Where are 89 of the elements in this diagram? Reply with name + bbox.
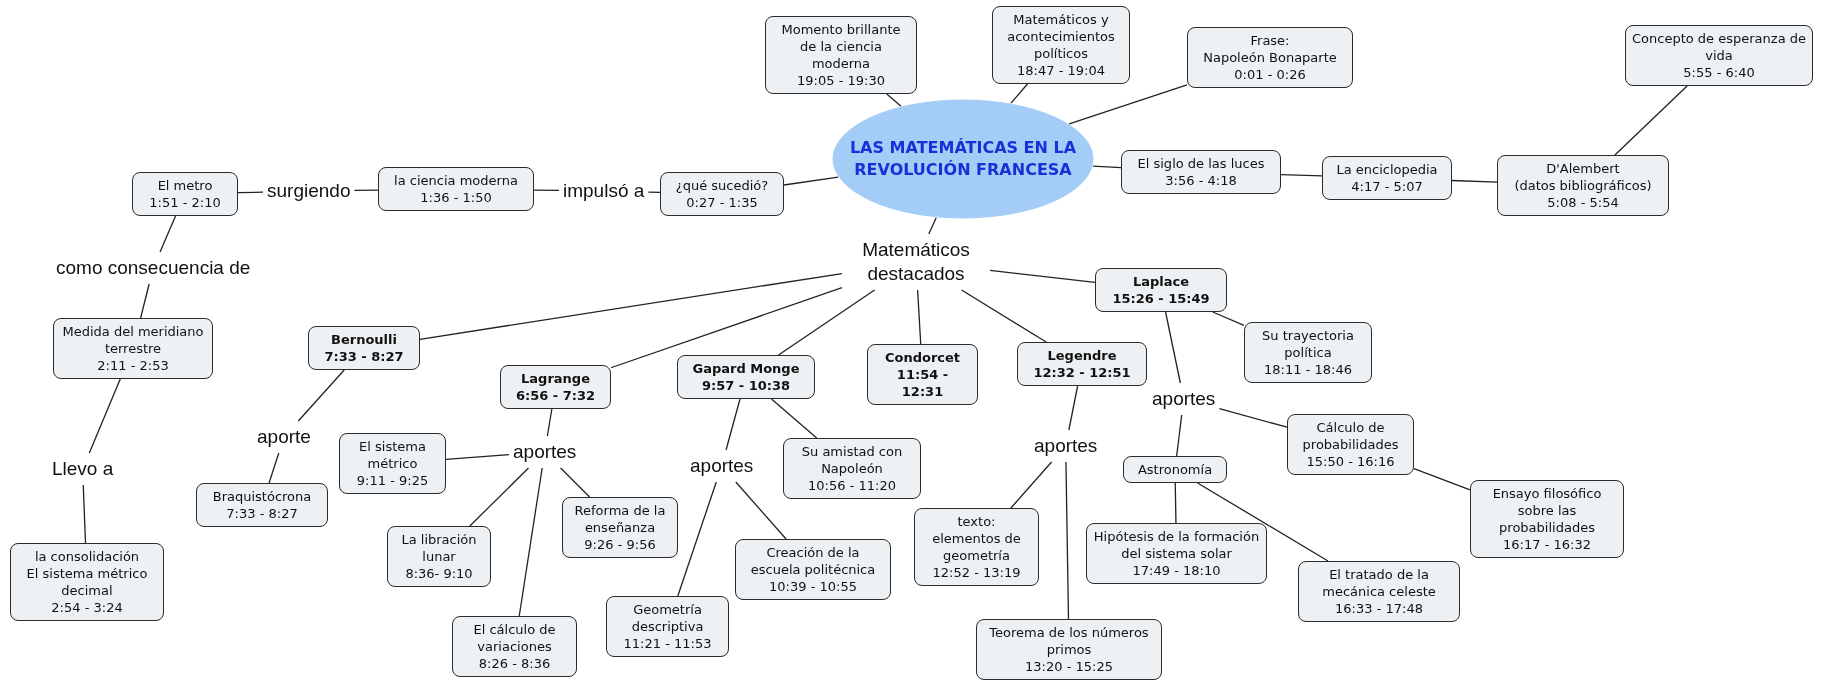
concept-box: ¿qué sucedió? 0:27 - 1:35 bbox=[660, 172, 784, 216]
concept-box: Matemáticos y acontecimientos políticos 18:47 - 19:04 bbox=[992, 6, 1130, 84]
concept-box: La libración lunar 8:36- 9:10 bbox=[387, 526, 491, 587]
concept-box: Gapard Monge 9:57 - 10:38 bbox=[677, 355, 815, 399]
connector-line bbox=[1196, 482, 1329, 562]
concept-box: texto: elementos de geometría 12:52 - 13:19 bbox=[914, 508, 1039, 586]
concept-box: la consolidación El sistema métrico decimal 2:54 - 3:24 bbox=[10, 543, 164, 621]
linking-phrase: como consecuencia de bbox=[56, 256, 251, 280]
concept-box: Legendre 12:32 - 12:51 bbox=[1017, 342, 1147, 386]
connector-line bbox=[989, 269, 1096, 284]
connector-line bbox=[1614, 85, 1688, 156]
linking-phrase: Llevo a bbox=[52, 457, 114, 481]
connector-line bbox=[560, 467, 591, 498]
connector-line bbox=[777, 289, 876, 356]
linking-phrase: aporte bbox=[257, 425, 311, 449]
connector-line bbox=[1164, 311, 1181, 384]
connector-line bbox=[1010, 83, 1029, 104]
concept-box: la ciencia moderna 1:36 - 1:50 bbox=[378, 167, 534, 211]
connector-line bbox=[1068, 84, 1188, 125]
linking-phrase: aportes bbox=[1034, 434, 1098, 458]
concept-box: El siglo de las luces 3:56 - 4:18 bbox=[1121, 150, 1281, 194]
concept-box: El sistema métrico 9:11 - 9:25 bbox=[339, 433, 446, 494]
connector-line bbox=[735, 481, 787, 540]
connector-line bbox=[546, 408, 553, 437]
concept-box: Su trayectoria política 18:11 - 18:46 bbox=[1244, 322, 1372, 383]
concept-box: Teorema de los números primos 13:20 - 15:25 bbox=[976, 619, 1162, 680]
connector-line bbox=[297, 369, 345, 422]
concept-box: El cálculo de variaciones 8:26 - 8:36 bbox=[452, 616, 577, 677]
connector-line bbox=[1451, 179, 1498, 183]
connector-line bbox=[677, 481, 717, 597]
connector-line bbox=[140, 283, 150, 319]
concept-box: Cálculo de probabilidades 15:50 - 16:16 bbox=[1287, 414, 1414, 475]
connector-line bbox=[960, 289, 1047, 343]
concept-box: Astronomía bbox=[1123, 456, 1227, 483]
connector-line bbox=[916, 289, 922, 345]
connector-line bbox=[610, 287, 843, 369]
connector-line bbox=[237, 191, 264, 194]
concept-box: La enciclopedia 4:17 - 5:07 bbox=[1322, 156, 1452, 200]
connector-line bbox=[1280, 173, 1323, 177]
concept-box: Momento brillante de la ciencia moderna 19:05 - 19:30 bbox=[765, 16, 917, 94]
connector-line bbox=[88, 378, 121, 454]
connector-line bbox=[1218, 408, 1288, 428]
linking-phrase: aportes bbox=[513, 440, 577, 464]
concept-box: Braquistócrona 7:33 - 8:27 bbox=[196, 483, 328, 527]
linking-phrase: surgiendo bbox=[267, 179, 351, 203]
linking-phrase: Matemáticos destacados bbox=[846, 238, 986, 286]
concept-box: Frase: Napoleón Bonaparte 0:01 - 0:26 bbox=[1187, 27, 1353, 88]
connector-line bbox=[770, 398, 818, 439]
connector-line bbox=[783, 176, 839, 186]
linking-phrase: impulsó a bbox=[563, 179, 645, 203]
connector-line bbox=[725, 398, 741, 451]
connector-line bbox=[518, 467, 543, 617]
connector-line bbox=[1092, 165, 1122, 169]
concept-box: Reforma de la enseñanza 9:26 - 9:56 bbox=[562, 497, 678, 558]
connector-line bbox=[928, 217, 937, 235]
connector-line bbox=[268, 452, 280, 484]
connector-line bbox=[445, 454, 510, 461]
connector-line bbox=[353, 189, 379, 192]
connector-line bbox=[419, 272, 843, 340]
linking-phrase: aportes bbox=[690, 454, 754, 478]
connector-line bbox=[1212, 311, 1245, 326]
concept-box: El tratado de la mecánica celeste 16:33 - 17:48 bbox=[1298, 561, 1460, 622]
concept-box: Hipótesis de la formación del sistema solar 17:49 - 18:10 bbox=[1086, 523, 1267, 584]
connector-line bbox=[1174, 482, 1177, 524]
connector-line bbox=[159, 215, 177, 253]
concept-box: Geometría descriptiva 11:21 - 11:53 bbox=[606, 596, 729, 657]
connector-line bbox=[469, 467, 530, 527]
concept-box: Condorcet 11:54 - 12:31 bbox=[867, 344, 978, 405]
connector-line bbox=[886, 93, 902, 107]
concept-box: D'Alembert (datos bibliográficos) 5:08 - 5:54 bbox=[1497, 155, 1669, 216]
concept-box: Lagrange 6:56 - 7:32 bbox=[500, 365, 611, 409]
concept-box: Creación de la escuela politécnica 10:39 - 10:55 bbox=[735, 539, 891, 600]
concept-box: Laplace 15:26 - 15:49 bbox=[1095, 268, 1227, 312]
connector-line bbox=[647, 191, 661, 194]
connector-line bbox=[82, 484, 87, 544]
connector-line bbox=[1068, 385, 1079, 431]
connector-line bbox=[533, 189, 560, 192]
connector-line bbox=[1176, 414, 1183, 457]
central-ellipse: LAS MATEMÁTICAS EN LA REVOLUCIÓN FRANCESA bbox=[832, 99, 1094, 219]
concept-box: Bernoulli 7:33 - 8:27 bbox=[308, 326, 420, 370]
concept-box: Su amistad con Napoleón 10:56 - 11:20 bbox=[783, 438, 921, 499]
concept-box: Ensayo filosófico sobre las probabilidades 16:17 - 16:32 bbox=[1470, 480, 1624, 558]
connector-line bbox=[1065, 461, 1070, 620]
concept-box: El metro 1:51 - 2:10 bbox=[132, 172, 238, 216]
linking-phrase: aportes bbox=[1152, 387, 1216, 411]
concept-box: Medida del meridiano terrestre 2:11 - 2:53 bbox=[53, 318, 213, 379]
connector-line bbox=[1010, 461, 1053, 509]
connector-line bbox=[1413, 467, 1471, 491]
concept-box: Concepto de esperanza de vida 5:55 - 6:40 bbox=[1625, 25, 1813, 86]
